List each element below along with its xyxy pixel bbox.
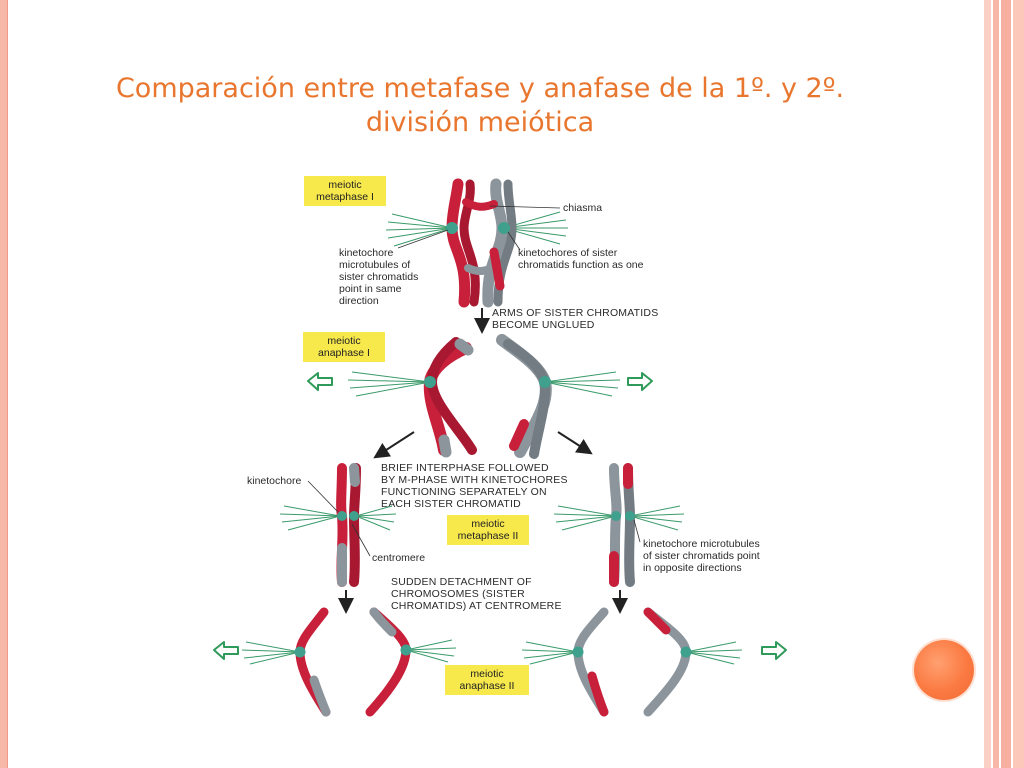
chromosome-metaphase-ii-right <box>609 463 636 587</box>
svg-text:anaphase I: anaphase I <box>318 347 370 359</box>
svg-text:metaphase I: metaphase I <box>316 191 374 203</box>
svg-text:meiotic: meiotic <box>328 179 361 191</box>
microtubules-metaphase-ii-right <box>553 505 685 531</box>
decorative-orb <box>914 640 974 700</box>
chromatid-anaphase-ii-1 <box>295 607 331 717</box>
right-border-stripe <box>1001 0 1011 768</box>
svg-text:CHROMATIDS) AT CENTROMERE: CHROMATIDS) AT CENTROMERE <box>391 600 562 612</box>
chromatid-anaphase-ii-3 <box>573 607 609 717</box>
caption-arms-unglued: ARMS OF SISTER CHROMATIDS BECOME UNGLUED <box>492 307 658 331</box>
slide-title-line2: división meiótica <box>365 107 595 138</box>
kinetochore-metaphase-i-left <box>446 222 458 234</box>
kinetochore-anaphase-i-right <box>539 376 551 388</box>
right-border-stripe <box>993 0 999 768</box>
svg-text:meiotic: meiotic <box>471 518 504 530</box>
svg-text:ARMS OF SISTER CHROMATIDS: ARMS OF SISTER CHROMATIDS <box>492 307 658 319</box>
svg-text:FUNCTIONING SEPARATELY ON: FUNCTIONING SEPARATELY ON <box>381 486 547 498</box>
svg-text:direction: direction <box>339 295 379 307</box>
svg-text:chiasma: chiasma <box>563 202 602 214</box>
caption-brief-interphase: BRIEF INTERPHASE FOLLOWED BY M-PHASE WIT… <box>381 462 568 510</box>
phase-box-anaphase-i: meiotic anaphase I <box>303 332 385 362</box>
kinetochore-metaphase-i-right <box>498 222 510 234</box>
svg-text:kinetochores of sister: kinetochores of sister <box>518 247 618 259</box>
svg-text:of sister chromatids point: of sister chromatids point <box>643 550 760 562</box>
chromosome-anaphase-i-right <box>496 334 552 459</box>
arrow-diagonal-left-icon <box>373 431 415 459</box>
phase-box-anaphase-ii: meiotic anaphase II <box>445 665 529 695</box>
arrow-right-outline-icon <box>627 372 653 391</box>
svg-text:chromatids function as one: chromatids function as one <box>518 259 644 271</box>
chromosome-metaphase-ii-left <box>336 463 361 587</box>
svg-text:SUDDEN DETACHMENT OF: SUDDEN DETACHMENT OF <box>391 576 532 588</box>
arrow-left-outline-icon <box>307 372 333 391</box>
kinetochore-anaphase-ii-1 <box>294 646 306 658</box>
kinetochore-anaphase-ii-3 <box>572 646 584 658</box>
right-border-stripe <box>1013 0 1024 768</box>
phase-box-metaphase-ii: meiotic metaphase II <box>447 515 529 545</box>
svg-text:centromere: centromere <box>372 552 425 564</box>
arrow-right-outline-icon <box>761 641 787 660</box>
svg-text:metaphase II: metaphase II <box>458 530 519 542</box>
svg-text:kinetochore: kinetochore <box>247 475 301 487</box>
kinetochore-anaphase-i-left <box>424 376 436 388</box>
slide-title-line1: Comparación entre metafase y anafase de … <box>115 73 845 104</box>
right-border-stripe <box>984 0 991 768</box>
label-kinetochore-opposite: kinetochore microtubules of sister chrom… <box>633 519 760 574</box>
svg-text:meiotic: meiotic <box>327 335 360 347</box>
svg-text:EACH SISTER CHROMATID: EACH SISTER CHROMATID <box>381 498 521 510</box>
label-chiasma: chiasma <box>489 202 602 214</box>
slide-title: Comparación entre metafase y anafase de … <box>60 72 900 140</box>
bivalent-metaphase-i <box>446 178 517 308</box>
microtubules-metaphase-i <box>385 211 568 247</box>
kinetochore-metaphase-ii-right-b <box>625 511 635 521</box>
label-kinetochores-sister: kinetochores of sister chromatids functi… <box>507 231 644 271</box>
svg-text:BY M-PHASE WITH KINETOCHORES: BY M-PHASE WITH KINETOCHORES <box>381 474 568 486</box>
phase-box-metaphase-i: meiotic metaphase I <box>304 176 386 206</box>
kinetochore-metaphase-ii-right-a <box>611 511 621 521</box>
chromosome-anaphase-i-left <box>423 337 477 458</box>
caption-sudden-detachment: SUDDEN DETACHMENT OF CHROMOSOMES (SISTER… <box>391 576 562 612</box>
svg-text:kinetochore microtubules: kinetochore microtubules <box>643 538 760 550</box>
label-kinetochore: kinetochore <box>247 475 339 513</box>
label-centromere: centromere <box>351 523 425 564</box>
svg-text:meiotic: meiotic <box>470 668 503 680</box>
svg-text:sister chromatids: sister chromatids <box>339 271 418 283</box>
kinetochore-anaphase-ii-2 <box>400 644 412 656</box>
svg-text:in opposite directions: in opposite directions <box>643 562 742 574</box>
svg-text:BECOME UNGLUED: BECOME UNGLUED <box>492 319 595 331</box>
svg-text:BRIEF INTERPHASE FOLLOWED: BRIEF INTERPHASE FOLLOWED <box>381 462 549 474</box>
kinetochore-anaphase-ii-4 <box>680 646 692 658</box>
kinetochore-metaphase-ii-left-b <box>349 511 359 521</box>
arrow-left-outline-icon <box>213 641 239 660</box>
svg-text:kinetochore: kinetochore <box>339 247 393 259</box>
chromatid-anaphase-ii-2 <box>365 607 411 717</box>
label-kinetochore-microtubules: kinetochore microtubules of sister chrom… <box>339 229 449 307</box>
svg-text:CHROMOSOMES (SISTER: CHROMOSOMES (SISTER <box>391 588 525 600</box>
kinetochore-metaphase-ii-left-a <box>337 511 347 521</box>
microtubules-metaphase-ii-left <box>279 505 397 531</box>
svg-text:point in same: point in same <box>339 283 402 295</box>
left-border-decoration <box>0 0 8 768</box>
svg-text:anaphase II: anaphase II <box>460 680 515 692</box>
chromatid-anaphase-ii-4 <box>643 607 691 717</box>
microtubules-anaphase-ii-left <box>241 639 743 665</box>
arrow-diagonal-right-icon <box>557 431 593 455</box>
microtubules-anaphase-i <box>347 371 621 397</box>
svg-text:microtubules of: microtubules of <box>339 259 410 271</box>
